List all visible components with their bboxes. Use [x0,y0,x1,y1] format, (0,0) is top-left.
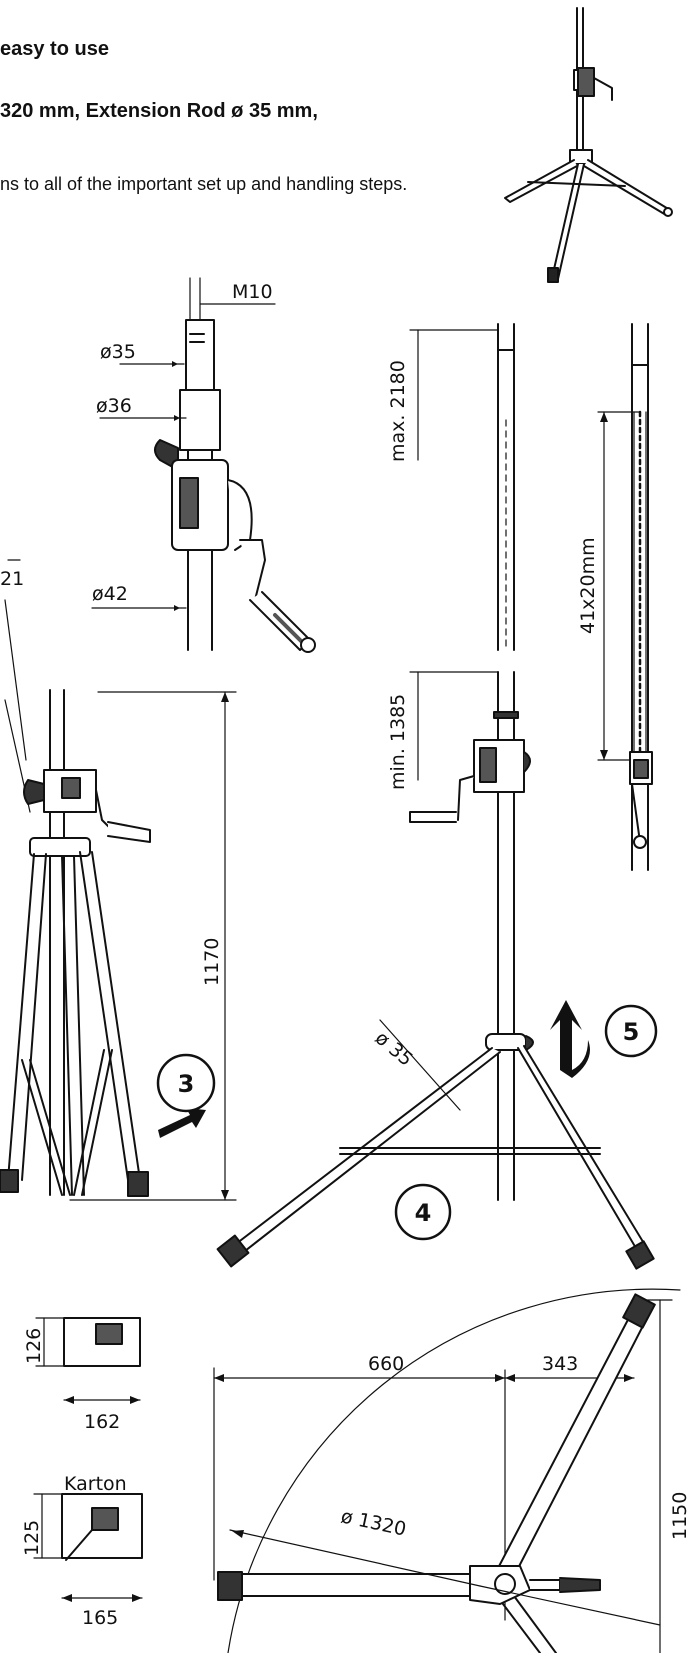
label-d35-leg: ø 35 [371,1027,417,1071]
label-max-height: max. 2180 [387,360,409,462]
step-4-number: 4 [415,1199,432,1227]
label-h1150: 1150 [669,1492,691,1540]
label-d35-top: ø35 [100,341,136,363]
step-5-circle [604,1004,658,1058]
label-pack-w1: 162 [84,1411,120,1433]
label-cut-left: 21 [0,568,24,590]
label-h1170: 1170 [201,938,223,986]
header-line-1: easy to use [0,38,109,60]
thumbnail-tripod [504,7,673,283]
label-rack: 41x20mm [577,537,599,634]
label-m10: M10 [232,281,273,303]
folded-stand [0,559,237,1201]
step-3-circle [156,1053,216,1113]
label-w343: 343 [542,1353,578,1375]
label-min-height: min. 1385 [387,694,409,790]
step-3-number: 3 [178,1070,195,1098]
rotate-arrow-icon [550,1000,590,1078]
packaging [33,1317,143,1602]
label-pack-h1: 126 [23,1328,45,1364]
step-4-circle [394,1183,452,1241]
label-d36: ø36 [96,395,132,417]
footprint-top-view [213,1288,681,1653]
step-5-number: 5 [623,1018,640,1046]
header-line-2: 320 mm, Extension Rod ø 35 mm, [0,100,318,122]
label-karton: Karton [64,1473,127,1495]
label-w660: 660 [368,1353,404,1375]
rack-detail [597,323,653,871]
head-detail [91,277,316,653]
header-line-3: ns to all of the important set up and ha… [0,174,408,194]
stand-max-min [216,323,655,1270]
label-d42: ø42 [92,583,128,605]
label-d1320: ø 1320 [339,1505,408,1540]
label-pack-w2: 165 [82,1607,118,1629]
label-pack-h2: 125 [21,1520,43,1556]
